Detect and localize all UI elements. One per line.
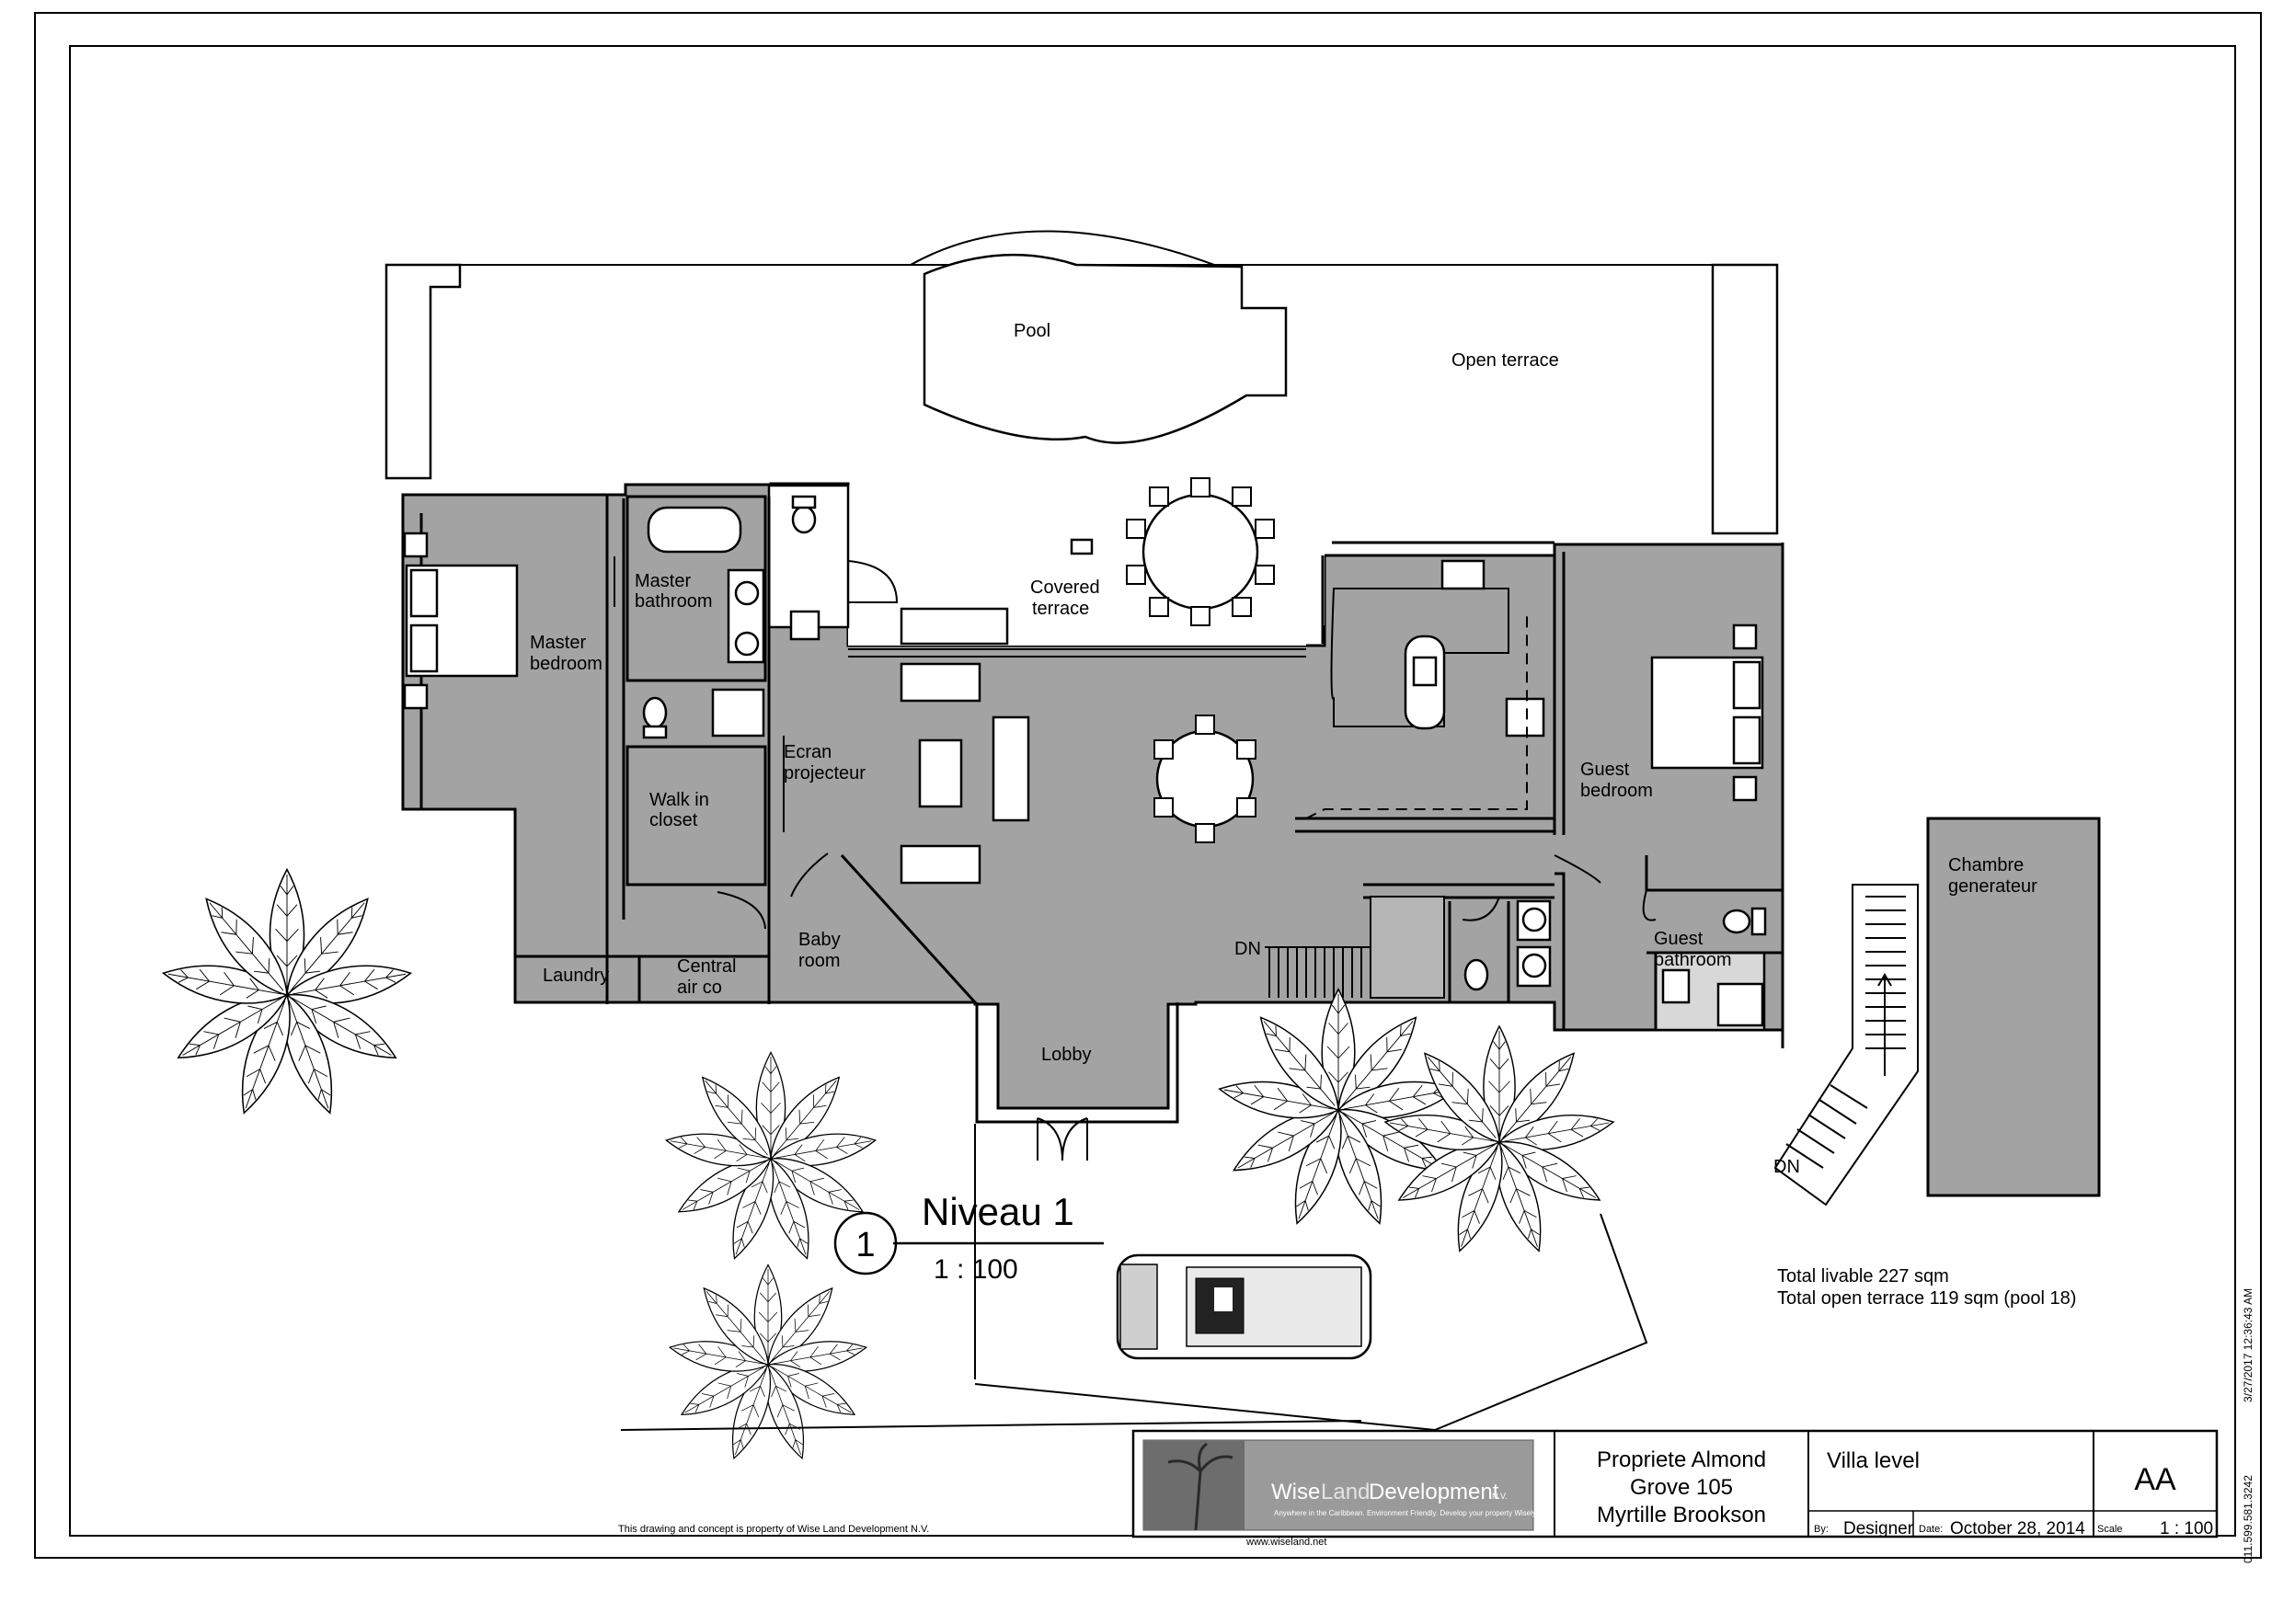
label-walk-in-closet-1: Walk in (649, 790, 709, 810)
label-guest-bathroom-1: Guest (1654, 929, 1704, 949)
label-lobby: Lobby (1041, 1045, 1092, 1065)
project-line-2: Grove 105 (1630, 1475, 1733, 1500)
copyright-note: This drawing and concept is property of … (618, 1524, 929, 1535)
label-guest-bedroom-2: bedroom (1580, 781, 1653, 801)
car-symbol (1116, 1253, 1372, 1360)
label-pool: Pool (1014, 321, 1050, 341)
total-terrace: Total open terrace 119 sqm (pool 18) (1777, 1288, 2076, 1309)
open-terrace-area (384, 230, 1779, 535)
label-covered-terrace-1: Covered (1030, 578, 1100, 598)
label-stair-dn-ext: DN (1773, 1157, 1800, 1177)
label-ecran-projecteur-1: Ecran (784, 742, 832, 762)
label-master-bedroom-2: bedroom (530, 654, 602, 674)
label-master-bathroom-1: Master (635, 571, 691, 591)
label-guest-bathroom-2: bathroom (1654, 950, 1732, 970)
label-guest-bedroom-1: Guest (1580, 760, 1630, 780)
room-labels: Pool Open terrace Covered terrace Master… (530, 321, 2037, 1177)
label-chambre-generateur-2: generateur (1948, 876, 2037, 897)
bathtub (647, 506, 742, 554)
logo-name-3: Development (1369, 1480, 1499, 1504)
logo-name-2: Land (1321, 1480, 1370, 1504)
sheet-border-outer (34, 12, 2262, 1559)
door-swings (717, 560, 1657, 930)
view-marker-number: 1 (855, 1226, 875, 1264)
sheet-number: AA (2134, 1462, 2176, 1497)
logo-tagline: Anywhere in the Caribbean. Environment F… (1274, 1509, 1536, 1517)
timestamp-stamp: 3/27/2017 12:36:43 AM (2242, 1288, 2254, 1402)
project-line-3: Myrtille Brookson (1597, 1503, 1766, 1527)
generator-room-block (1926, 817, 2101, 1197)
terrace-dining-table (1142, 493, 1259, 611)
label-walk-in-closet-2: closet (649, 810, 698, 830)
label-master-bathroom-2: bathroom (635, 591, 713, 612)
title-block: Wise Land Development N.V. Anywhere in t… (1131, 1429, 2219, 1548)
interior-walls (401, 495, 1784, 1124)
project-line-1: Propriete Almond (1597, 1447, 1766, 1472)
reference-stamp: 011.599.581.3242 (2242, 1475, 2254, 1563)
company-logo: Wise Land Development N.V. Anywhere in t… (1142, 1439, 1536, 1531)
view-marker-scale: 1 : 100 (934, 1254, 1018, 1285)
by-value: Designer (1843, 1519, 1914, 1538)
label-covered-terrace-2: terrace (1032, 599, 1089, 619)
label-central-air-co-1: Central (677, 956, 736, 977)
label-central-air-co-2: air co (677, 978, 722, 998)
label-baby-room-1: Baby (798, 930, 841, 950)
label-stair-dn-main: DN (1234, 939, 1261, 959)
exterior-stair (1773, 884, 1919, 1207)
scale-value: 1 : 100 (2160, 1519, 2213, 1538)
label-laundry: Laundry (543, 966, 609, 986)
logo-url: www.wiseland.net (1245, 1537, 1326, 1548)
label-chambre-generateur-1: Chambre (1948, 855, 2024, 875)
driveway (620, 1213, 1648, 1432)
date-value: October 28, 2014 (1950, 1519, 2085, 1538)
logo-name-1: Wise (1271, 1480, 1320, 1504)
sheet-name: Villa level (1827, 1448, 1920, 1473)
label-open-terrace: Open terrace (1451, 350, 1559, 371)
date-label: Date: (1919, 1524, 1943, 1535)
view-marker-title: Niveau 1 (922, 1190, 1074, 1233)
label-ecran-projecteur-2: projecteur (784, 763, 866, 783)
by-label: By: (1814, 1524, 1829, 1535)
label-baby-room-2: room (798, 951, 841, 971)
view-marker: 1 Niveau 1 1 : 100 (833, 1190, 1104, 1285)
furniture (403, 477, 1767, 1379)
scale-label: Scale (2097, 1524, 2123, 1535)
total-livable: Total livable 227 sqm (1777, 1266, 1949, 1287)
label-master-bedroom-1: Master (530, 633, 586, 653)
logo-suffix: N.V. (1492, 1492, 1508, 1501)
pool-outline (923, 253, 1288, 444)
